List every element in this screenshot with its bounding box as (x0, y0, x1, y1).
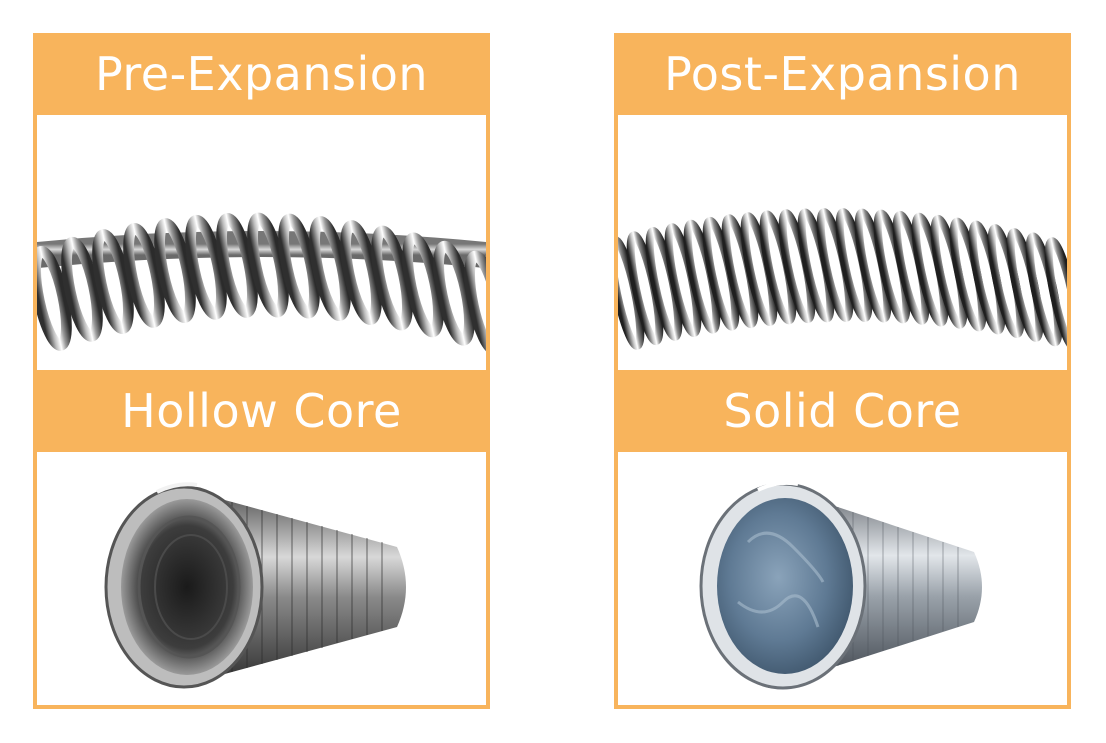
pre-expansion-panel: Pre-Expansion Hollow Core (33, 33, 490, 709)
post-expansion-title: Post-Expansion (614, 33, 1071, 115)
hollow-core-tube-image (37, 452, 486, 705)
post-expansion-panel: Post-Expansion Solid Core (614, 33, 1071, 709)
solid-core-title: Solid Core (614, 370, 1071, 452)
solid-core-tube-image (618, 452, 1067, 705)
hollow-core-title: Hollow Core (33, 370, 490, 452)
tight-coil-spring-image (618, 115, 1067, 370)
open-coil-spring-image (37, 115, 486, 370)
pre-expansion-title: Pre-Expansion (33, 33, 490, 115)
